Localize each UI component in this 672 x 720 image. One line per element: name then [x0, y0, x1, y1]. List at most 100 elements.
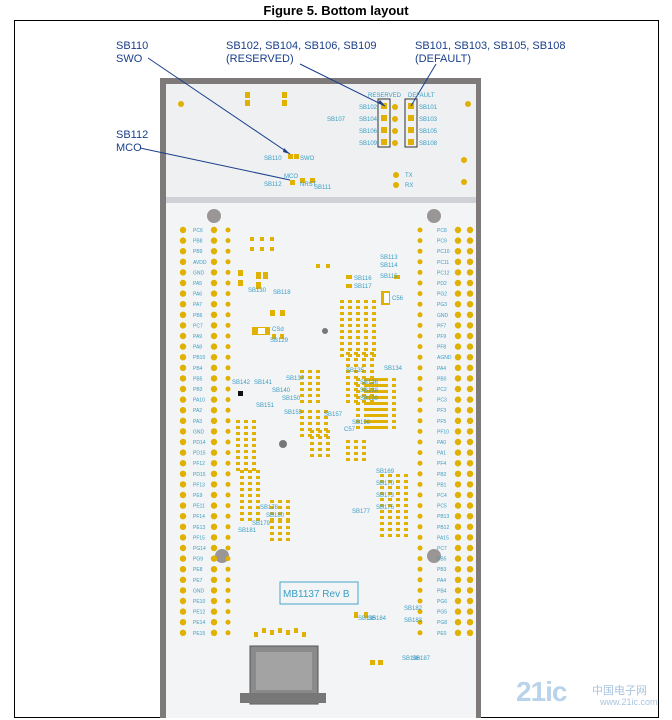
smd-pad	[372, 384, 376, 387]
smd-pad	[380, 396, 384, 399]
watermark-logo: 21ic	[516, 676, 567, 707]
smd-pad	[316, 410, 320, 413]
smd-pad	[346, 382, 350, 385]
smd-pad	[240, 512, 244, 515]
pin-label: PD14	[193, 440, 206, 446]
pin-label: PC3	[437, 398, 447, 404]
header-pin	[179, 555, 187, 562]
ic-marker	[238, 391, 243, 396]
pin-label: PB5	[193, 376, 203, 382]
label-sb185: SB185	[358, 616, 377, 622]
header-pin	[210, 248, 218, 255]
header-pin	[225, 354, 231, 360]
watermark-url: www.21ic.com	[600, 697, 658, 707]
smd-pad	[356, 336, 360, 339]
header-pin	[454, 279, 462, 287]
header-pin	[210, 407, 218, 414]
smd-pad	[252, 456, 256, 459]
label-mco: MCO	[284, 174, 298, 180]
header-pin	[466, 502, 474, 509]
header-pin	[466, 566, 474, 573]
smd-pad	[278, 500, 282, 503]
smd-pad	[248, 506, 252, 509]
header-pin	[466, 619, 474, 626]
smd-pad	[376, 402, 380, 405]
smd-pad	[376, 420, 380, 423]
smd-pad	[392, 426, 396, 429]
smd-pad	[396, 504, 400, 507]
header-pin	[225, 375, 231, 381]
smd-pad	[364, 318, 368, 321]
label-sb156: SB156	[352, 420, 371, 426]
smd-pad	[370, 394, 374, 397]
header-pin	[466, 576, 474, 583]
smd-pad	[368, 420, 372, 423]
smd-pad	[372, 390, 376, 393]
smd-pad	[372, 330, 376, 333]
smd-pad	[364, 408, 368, 411]
smd-pad	[270, 512, 274, 515]
smd-pad	[278, 506, 282, 509]
header-pin	[454, 502, 462, 509]
smd-pad	[346, 358, 350, 361]
smd-pad	[396, 474, 400, 477]
pin-label: PE0	[437, 631, 447, 637]
header-pin	[225, 598, 231, 604]
smd-pad	[368, 414, 372, 417]
header-pin	[225, 566, 231, 572]
smd-pad	[240, 506, 244, 509]
pin-label: PF9	[437, 334, 446, 340]
smd-pad	[368, 402, 372, 405]
header-pin	[210, 428, 218, 435]
smd-pad	[278, 532, 282, 535]
via	[322, 328, 328, 334]
pin-label: PF5	[437, 419, 446, 425]
header-pin	[466, 322, 474, 329]
header-pin	[179, 470, 187, 477]
header-pin	[210, 597, 218, 605]
header-pin	[179, 343, 187, 350]
smd-pad	[380, 510, 384, 513]
cap-c56	[384, 293, 389, 303]
label-sb173: SB173	[376, 493, 395, 499]
header-pin	[454, 428, 462, 435]
smd-pad	[404, 492, 408, 495]
smd-pad	[286, 506, 290, 509]
label-sb186: SB186	[402, 656, 421, 662]
header-pin	[466, 396, 474, 403]
pin-label: PB4	[437, 588, 447, 594]
smd-pad	[326, 448, 330, 451]
callout-lines	[139, 57, 437, 181]
header-pin	[466, 269, 474, 276]
smd-pad	[384, 378, 388, 381]
header-pin	[454, 555, 462, 562]
header-pin	[454, 597, 462, 605]
header-pin	[417, 439, 423, 445]
smd-pad	[348, 330, 352, 333]
header-pin	[210, 502, 218, 509]
smd-pad	[354, 388, 358, 391]
smd-pad	[236, 426, 240, 429]
header-pin	[225, 238, 231, 244]
smd-pad	[388, 498, 392, 501]
header-pin	[454, 491, 462, 499]
label-sb184: SB184	[368, 616, 387, 622]
smd-pad	[380, 384, 384, 387]
header-pin	[210, 587, 218, 594]
pin-label: PA8	[193, 345, 202, 351]
label-sb135: SB135	[346, 368, 365, 374]
revision-box	[279, 581, 359, 605]
header-pin	[417, 375, 423, 381]
smd-pad	[372, 348, 376, 351]
header-pin	[454, 226, 462, 234]
header-pin	[417, 238, 423, 244]
smd-pad	[308, 388, 312, 391]
header-pin	[466, 332, 474, 340]
header-pin	[417, 386, 423, 392]
header-pin	[179, 491, 187, 499]
header-pin	[466, 258, 474, 265]
smd-pad	[380, 390, 384, 393]
header-pin	[210, 396, 218, 403]
smd-pad	[346, 452, 350, 455]
smd-pad	[348, 300, 352, 303]
